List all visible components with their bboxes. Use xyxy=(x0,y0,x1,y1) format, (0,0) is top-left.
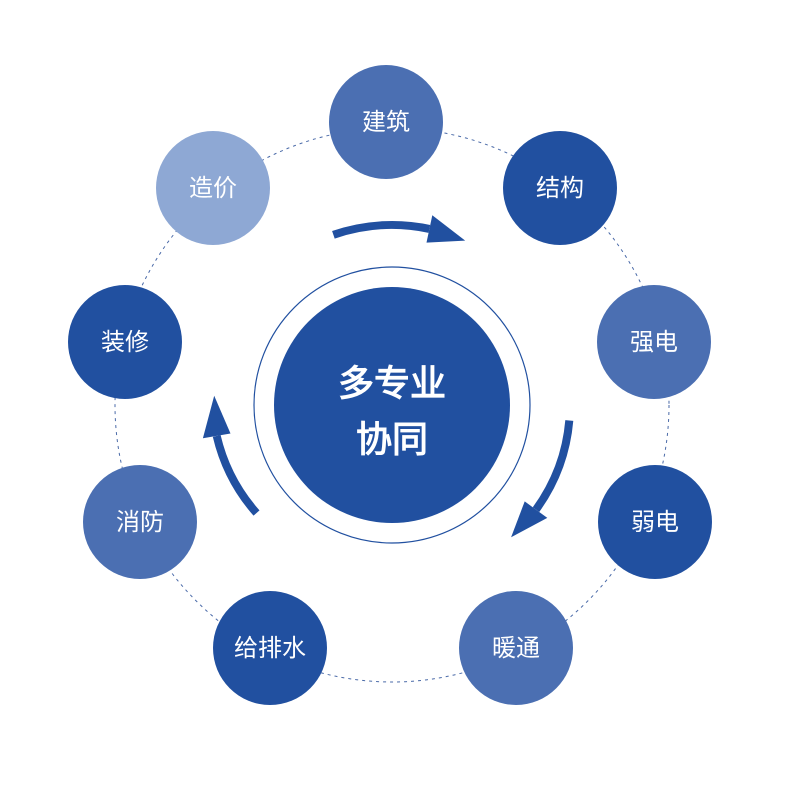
center-label-line1: 多专业 xyxy=(338,364,446,405)
center-label-line2: 协同 xyxy=(356,420,428,461)
center-node: 多专业 协同 xyxy=(274,287,510,523)
arrow-left-band xyxy=(212,434,260,516)
node-hvac-label: 暖通 xyxy=(492,634,540,662)
arrow-right-head xyxy=(511,501,548,538)
node-plumbing-circle xyxy=(213,591,327,705)
arrow-top-head xyxy=(426,215,466,243)
node-cost: 造价 xyxy=(156,131,270,245)
node-hvac: 暖通 xyxy=(459,591,573,705)
center-circle xyxy=(274,287,510,523)
arrow-left xyxy=(202,395,260,516)
arrow-top xyxy=(332,215,466,243)
node-structure-label: 结构 xyxy=(536,174,584,202)
node-hvac-circle xyxy=(459,591,573,705)
node-cost-circle xyxy=(156,131,270,245)
node-weak-current-label: 弱电 xyxy=(631,508,679,536)
node-strong-current-label: 强电 xyxy=(630,328,678,356)
node-decoration: 装修 xyxy=(68,285,182,399)
node-plumbing-label: 给排水 xyxy=(234,634,306,662)
node-architecture-label: 建筑 xyxy=(362,108,410,136)
node-fire-protection-circle xyxy=(83,465,197,579)
node-fire-protection: 消防 xyxy=(83,465,197,579)
center-outer-ring xyxy=(253,266,531,544)
arrow-left-head xyxy=(202,395,231,439)
node-strong-current: 强电 xyxy=(597,285,711,399)
node-cost-label: 造价 xyxy=(189,174,237,202)
node-decoration-label: 装修 xyxy=(101,328,149,356)
arrow-right-band xyxy=(532,420,574,512)
node-decoration-circle xyxy=(68,285,182,399)
node-weak-current: 弱电 xyxy=(598,465,712,579)
arrow-right xyxy=(511,420,574,538)
node-weak-current-circle xyxy=(598,465,712,579)
node-architecture-circle xyxy=(329,65,443,179)
node-structure-circle xyxy=(503,131,617,245)
node-structure: 结构 xyxy=(503,131,617,245)
node-plumbing: 给排水 xyxy=(213,591,327,705)
arrow-top-band xyxy=(332,221,431,239)
node-strong-current-circle xyxy=(597,285,711,399)
node-fire-protection-label: 消防 xyxy=(116,508,164,536)
node-architecture: 建筑 xyxy=(329,65,443,179)
